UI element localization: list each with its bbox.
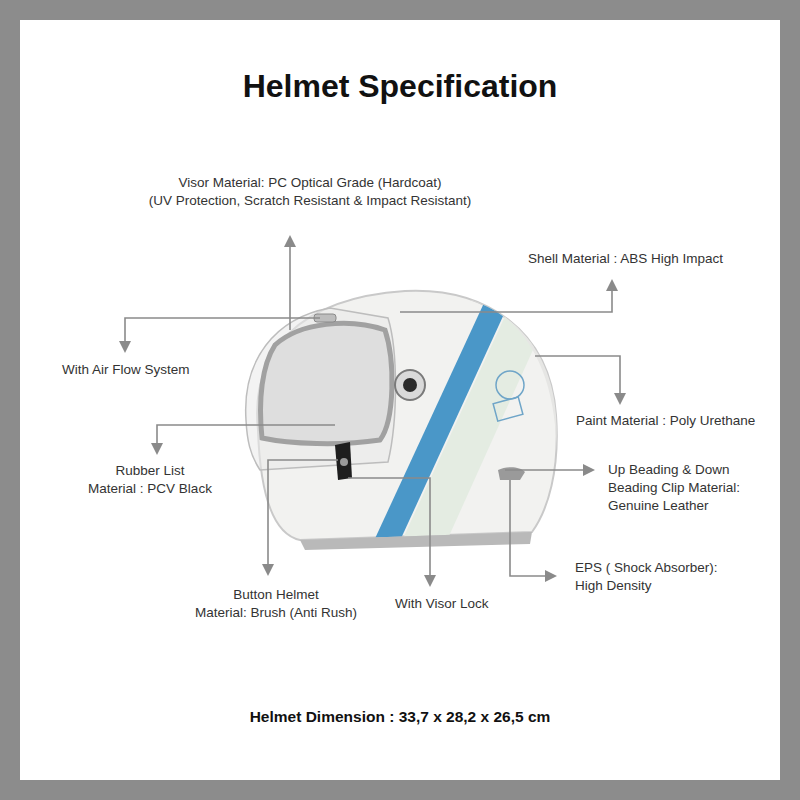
dimension-caption: Helmet Dimension : 33,7 x 28,2 x 26,5 cm <box>0 708 800 726</box>
callout-label: Paint Material : Poly Urethane <box>576 412 755 430</box>
callout-label: Up Beading & Down Beading Clip Material:… <box>608 461 740 515</box>
callout-label: Shell Material : ABS High Impact <box>528 250 723 268</box>
diagram-title: Helmet Specification <box>0 68 800 105</box>
callout-label: Visor Material: PC Optical Grade (Hardco… <box>110 174 510 210</box>
callout-label: With Visor Lock <box>395 595 489 613</box>
callout-label: EPS ( Shock Absorber): High Density <box>575 559 718 595</box>
callout-label: Rubber List Material : PCV Black <box>0 462 350 498</box>
callout-label: With Air Flow System <box>62 361 190 379</box>
leader-lines <box>125 238 620 584</box>
